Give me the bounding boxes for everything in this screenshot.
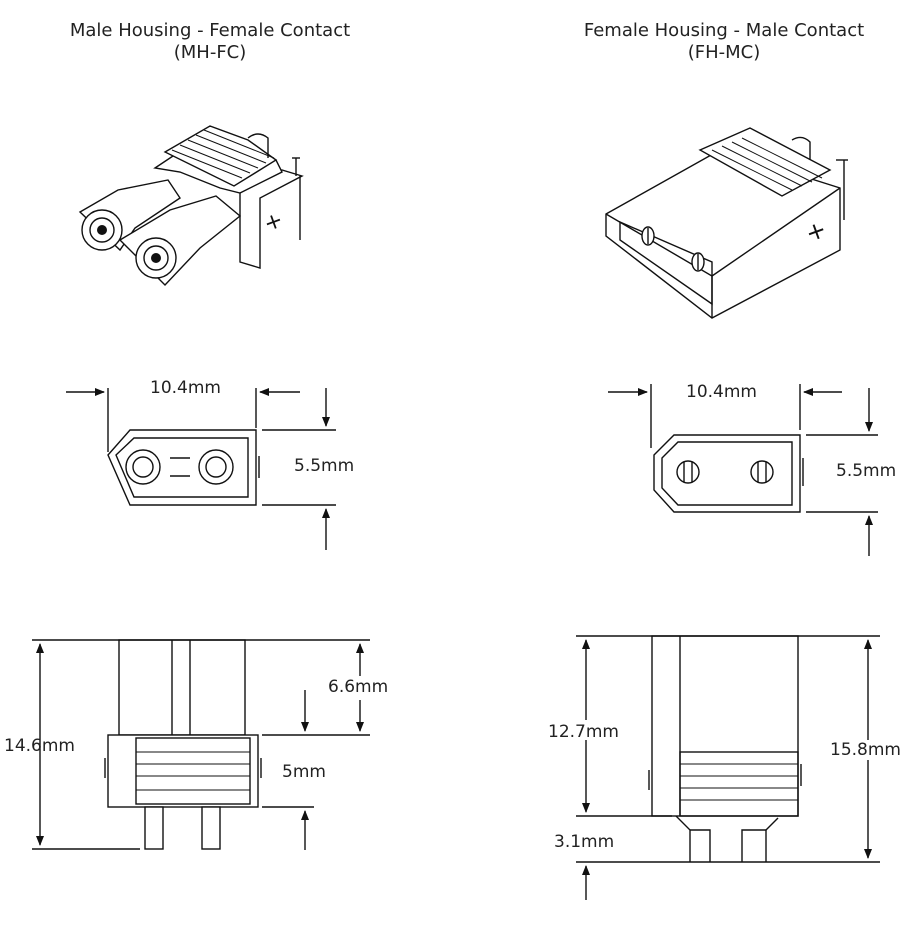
right-title: Female Housing - Male Contact (FH-MC) [552,20,896,64]
fhmc-side-total-label: 15.8mm [830,740,901,760]
fhmc-iso-view [605,127,848,319]
fhmc-front-height-label: 5.5mm [836,461,897,481]
right-subtitle-text: (FH-MC) [687,42,761,63]
left-subtitle-text: (MH-FC) [173,42,247,63]
fhmc-front-view [608,384,878,556]
fhmc-front-width-label: 10.4mm [686,382,757,402]
mhfc-side-lower-label: 5mm [282,762,326,782]
mhfc-front-height-label: 5.5mm [294,456,355,476]
mhfc-front-view [66,388,336,550]
fhmc-side-pin-label: 3.1mm [554,832,615,852]
mhfc-plus-mark: + [261,207,287,237]
mhfc-side-upper-label: 6.6mm [328,677,389,697]
mhfc-side-view [32,639,370,850]
mhfc-front-width-label: 10.4mm [150,378,221,398]
fhmc-side-view [576,635,880,900]
fhmc-side-body-label: 12.7mm [548,722,619,742]
mhfc-side-total-label: 14.6mm [4,736,75,756]
right-title-text: Female Housing - Male Contact [583,20,865,41]
mhfc-iso-view [78,125,304,287]
left-title-text: Male Housing - Female Contact [69,20,351,41]
left-title: Male Housing - Female Contact (MH-FC) [40,20,380,64]
